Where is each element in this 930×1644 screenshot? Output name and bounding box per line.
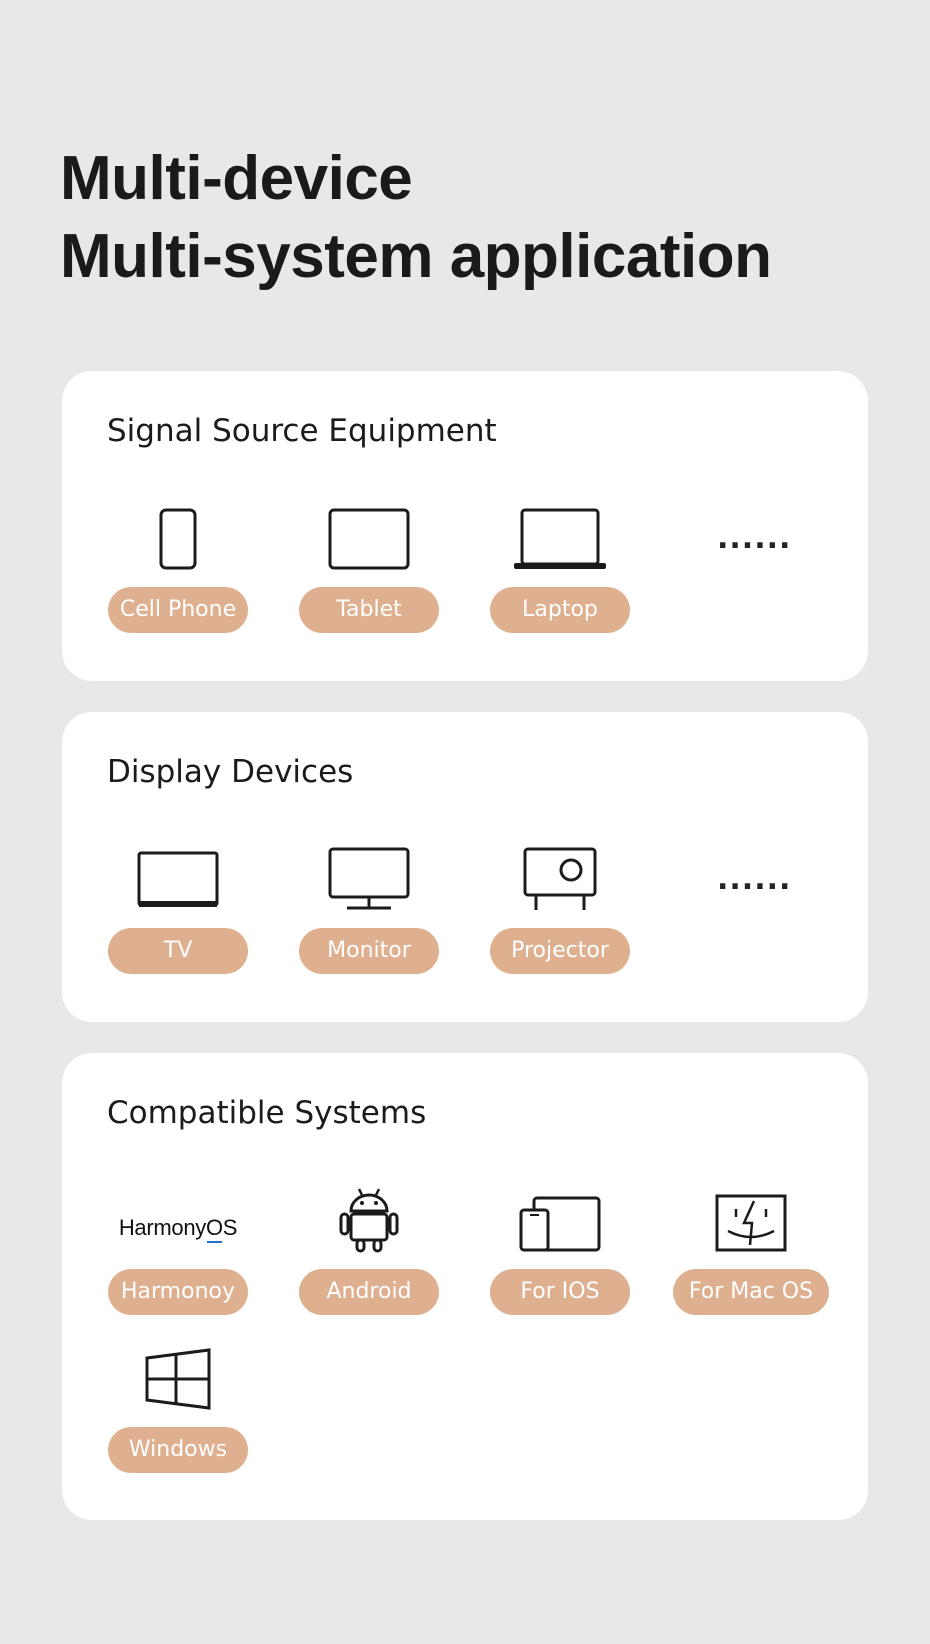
more-indicator: ...... <box>717 862 792 897</box>
ios-devices-icon <box>490 1181 630 1253</box>
tablet-label: Tablet <box>299 587 439 633</box>
compatible-systems-card: Compatible Systems HarmonyOS Harmonoy An… <box>62 1053 868 1520</box>
page-headline: Multi-device Multi-system application <box>60 140 772 296</box>
projector-label: Projector <box>490 928 630 974</box>
display-devices-card: Display Devices TV Monitor Projector ...… <box>62 712 868 1022</box>
mac-finder-icon <box>673 1181 829 1253</box>
compatible-systems-title: Compatible Systems <box>107 1095 427 1131</box>
ios-label: For IOS <box>490 1269 630 1315</box>
harmonyos-logo: HarmonyOS <box>118 1215 238 1240</box>
signal-source-title: Signal Source Equipment <box>107 413 497 449</box>
projector-icon <box>490 840 630 912</box>
android-icon <box>299 1181 439 1253</box>
android-label: Android <box>299 1269 439 1315</box>
headline-line-2: Multi-system application <box>60 222 772 291</box>
more-indicator: ...... <box>717 521 792 556</box>
headline-line-1: Multi-device <box>60 144 413 213</box>
windows-icon <box>108 1339 248 1411</box>
macos-label: For Mac OS <box>673 1269 829 1315</box>
monitor-icon <box>299 840 439 912</box>
laptop-label: Laptop <box>490 587 630 633</box>
display-devices-title: Display Devices <box>107 754 354 790</box>
tablet-icon <box>299 499 439 571</box>
tv-label: TV <box>108 928 248 974</box>
monitor-label: Monitor <box>299 928 439 974</box>
cell-phone-label: Cell Phone <box>108 587 248 633</box>
signal-source-card: Signal Source Equipment Cell Phone Table… <box>62 371 868 681</box>
harmony-label: Harmonoy <box>108 1269 248 1315</box>
windows-label: Windows <box>108 1427 248 1473</box>
phone-icon <box>108 499 248 571</box>
laptop-icon <box>490 499 630 571</box>
tv-icon <box>108 840 248 912</box>
